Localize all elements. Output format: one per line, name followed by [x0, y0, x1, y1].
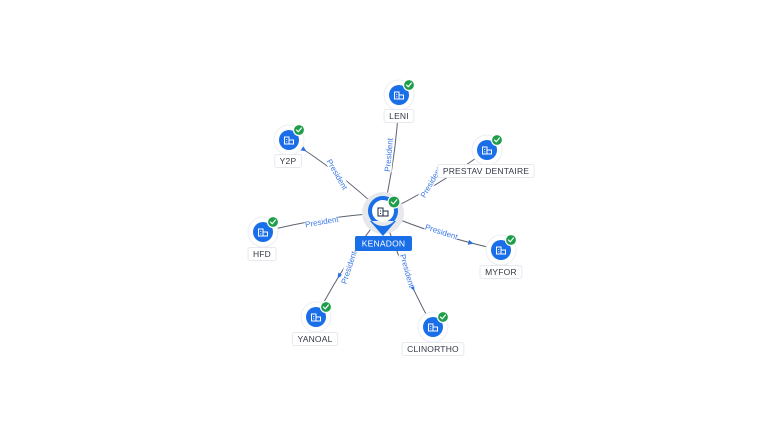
edge-label-text: President	[340, 249, 359, 285]
node-label-hfd: HFD	[247, 247, 277, 261]
node-label-box	[247, 247, 277, 261]
check-badge-icon	[292, 123, 306, 137]
building-icon	[258, 228, 268, 237]
node-label-box	[437, 164, 535, 178]
node-label-yanoal: YANOAL	[292, 332, 339, 346]
building-icon	[394, 91, 404, 100]
node-prestav-dentaire[interactable]: PRESTAV DENTAIRE	[437, 133, 535, 178]
node-label-prestav-dentaire: PRESTAV DENTAIRE	[437, 164, 535, 178]
edge-label-text: President	[325, 158, 350, 192]
building-icon	[311, 313, 321, 322]
building-icon	[482, 146, 492, 155]
node-hfd[interactable]: HFD	[247, 215, 280, 261]
node-leni[interactable]: LENI	[383, 78, 416, 123]
edge-label-hfd: President	[304, 214, 340, 229]
node-label-text: MYFOR	[485, 267, 517, 277]
node-label-box	[401, 342, 465, 356]
node-label-box	[274, 154, 302, 168]
node-yanoal[interactable]: YANOAL	[292, 300, 339, 346]
node-label-text: HFD	[253, 249, 271, 259]
edge-label-text: President	[383, 137, 395, 172]
edge-arrow-icon	[467, 239, 474, 245]
node-label-box	[292, 332, 339, 346]
node-myfor[interactable]: MYFOR	[479, 233, 523, 279]
node-label-myfor: MYFOR	[479, 265, 523, 279]
edge-label-myfor: President	[424, 222, 460, 242]
edge-label-text: President	[304, 215, 340, 230]
edge-arrow-icon	[300, 146, 307, 152]
edge-label-leni: President	[382, 137, 395, 173]
building-icon	[284, 136, 294, 145]
center-node[interactable]: KENADON	[355, 192, 412, 251]
check-badge-icon	[319, 300, 333, 314]
building-icon	[428, 323, 438, 332]
node-label-text: Y2P	[280, 156, 297, 166]
node-label-box	[383, 109, 415, 123]
node-label-clinortho: CLINORTHO	[401, 342, 465, 356]
check-badge-icon	[402, 78, 416, 92]
node-label-text: LENI	[389, 111, 409, 121]
nodes-layer: LENI PRESTAV DENTAIRE MYFOR CLINORTHO YANOAL…	[247, 78, 535, 356]
check-badge-icon	[266, 215, 280, 229]
building-icon	[377, 207, 389, 217]
edge-label-text: President	[398, 253, 416, 289]
center-node-label: KENADON	[362, 239, 405, 249]
node-clinortho[interactable]: CLINORTHO	[401, 310, 465, 356]
check-badge-icon	[436, 310, 450, 324]
edge-arrow-icon	[337, 272, 343, 279]
edge-label-text: President	[424, 223, 460, 242]
check-badge-icon	[490, 133, 504, 147]
node-label-box	[479, 265, 523, 279]
edge-label-clinortho: President	[398, 253, 417, 289]
node-y2p[interactable]: Y2P	[273, 123, 306, 168]
edge-label-y2p: President	[325, 157, 350, 192]
node-label-y2p: Y2P	[274, 154, 302, 168]
node-label-text: PRESTAV DENTAIRE	[443, 166, 529, 176]
check-badge-icon	[387, 195, 401, 209]
node-label-text: YANOAL	[297, 334, 332, 344]
node-label-text: CLINORTHO	[407, 344, 459, 354]
edge-label-yanoal: President	[339, 249, 359, 285]
center-node-label-box	[355, 236, 412, 251]
node-label-leni: LENI	[383, 109, 415, 123]
check-badge-icon	[504, 233, 518, 247]
building-icon	[496, 246, 506, 255]
